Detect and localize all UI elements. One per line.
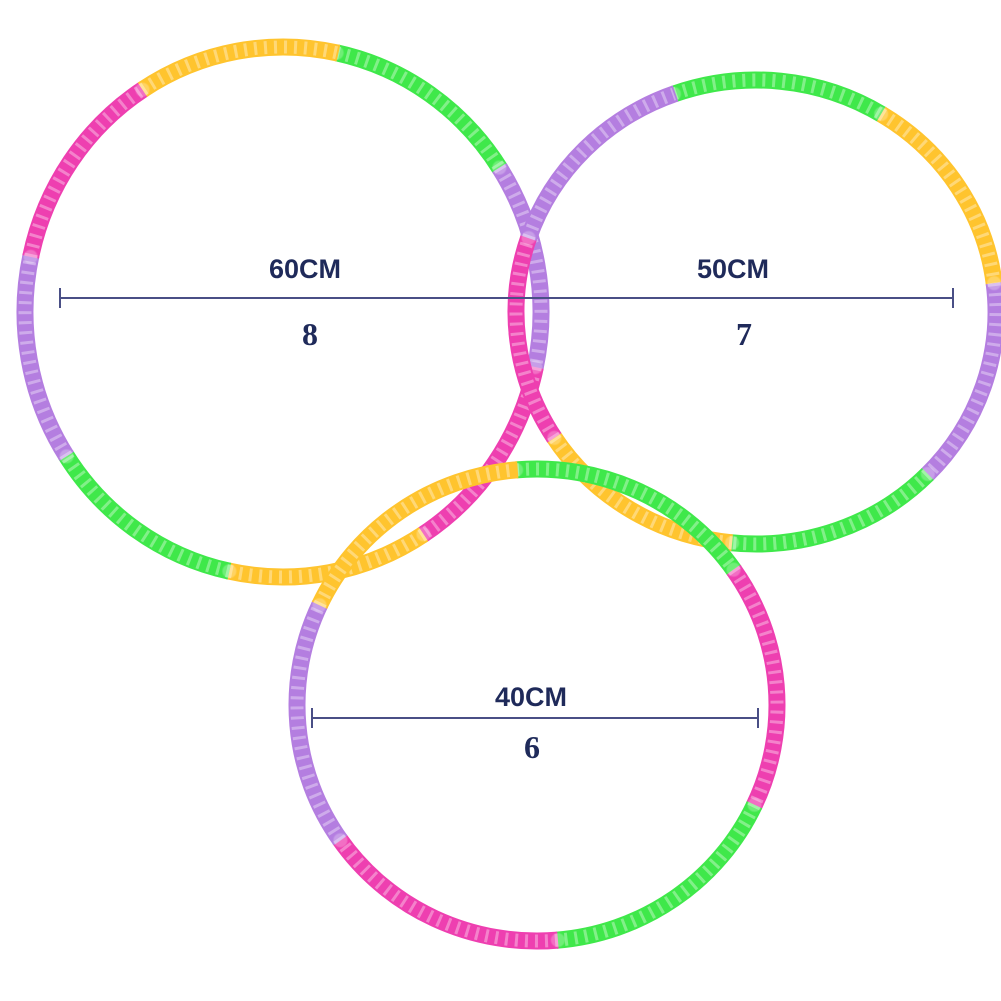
hoop-segment-green	[334, 44, 508, 174]
hoop-segment-purple	[16, 253, 74, 461]
hoop-segment-joint	[920, 466, 935, 481]
hoop-segment-green	[729, 467, 934, 553]
hoop-segment-yellow	[225, 527, 429, 586]
hoop-segment-joint	[725, 535, 740, 550]
hoop-segment-ribbing	[24, 84, 147, 259]
hoop-segment-purple	[920, 282, 1001, 482]
hoop-segment-joint	[23, 249, 38, 264]
hoop-segment-pink	[332, 834, 559, 950]
hoop-segment-ribbing	[509, 235, 560, 442]
hoop-segment-ribbing	[61, 452, 231, 578]
hoop-segment-joint	[874, 107, 889, 122]
hoop-segment-pink	[507, 233, 562, 443]
hoop-segment-pink	[22, 81, 149, 259]
hoop-segment-ribbing	[877, 108, 1001, 284]
hoop-segment-joint	[521, 231, 536, 246]
hoop-segment-green	[555, 801, 763, 949]
hoop-segment-ribbing	[419, 365, 542, 540]
hoop-segment-green	[58, 450, 232, 580]
hoop-segment-purple	[492, 163, 550, 371]
segment-count-medium: 7	[736, 316, 752, 352]
hoop-segment-green	[671, 71, 887, 123]
hoop-segment-ribbing	[335, 46, 505, 172]
hoop-medium-dimension: 50CM 7	[540, 254, 954, 352]
hoop-segment-purple	[520, 85, 679, 241]
size-label-small: 40CM	[495, 682, 567, 712]
hoop-segment-joint	[222, 564, 237, 579]
hoop-small	[288, 460, 786, 950]
hoop-segment-joint	[987, 276, 1001, 291]
hoop-segment-ribbing	[493, 164, 548, 369]
hoop-small-dimension: 40CM 6	[311, 682, 759, 765]
hoop-segment-yellow	[311, 461, 519, 609]
hoop-segment-ribbing	[335, 836, 559, 948]
hoop-segment-ribbing	[18, 255, 73, 460]
hoop-segment-yellow	[137, 38, 341, 97]
hoop-segment-purple	[288, 600, 348, 846]
hoop-segment-joint	[547, 430, 562, 445]
hoop-segment-joint	[416, 527, 431, 542]
hoop-segment-ribbing	[522, 87, 677, 241]
size-label-large: 60CM	[269, 254, 341, 284]
hoop-segment-joint	[333, 833, 348, 848]
hoop-segment-green	[515, 460, 742, 576]
size-label-medium: 50CM	[697, 254, 769, 284]
hoop-segment-ribbing	[138, 40, 339, 96]
segment-count-small: 6	[524, 729, 540, 765]
hoop-medium	[507, 71, 1001, 553]
hoop-segment-yellow	[876, 106, 1001, 286]
hoop-segment-pink	[417, 365, 544, 543]
hoop-segment-joint	[550, 933, 565, 948]
hoop-segment-pink	[726, 564, 786, 810]
hoop-segment-ribbing	[515, 462, 739, 574]
hoop-large	[16, 38, 550, 586]
hoop-segment-joint	[135, 82, 150, 97]
hoop-segment-ribbing	[557, 801, 761, 947]
hoop-segment-joint	[59, 449, 74, 464]
hoop-segment-joint	[312, 598, 327, 613]
hoop-segment-ribbing	[923, 282, 1001, 479]
hoop-segment-joint	[747, 797, 762, 812]
hoop-segment-joint	[492, 160, 507, 175]
hoop-segment-joint	[726, 562, 741, 577]
hoop-large-dimension: 60CM 8	[59, 254, 540, 352]
segment-count-large: 8	[302, 316, 318, 352]
